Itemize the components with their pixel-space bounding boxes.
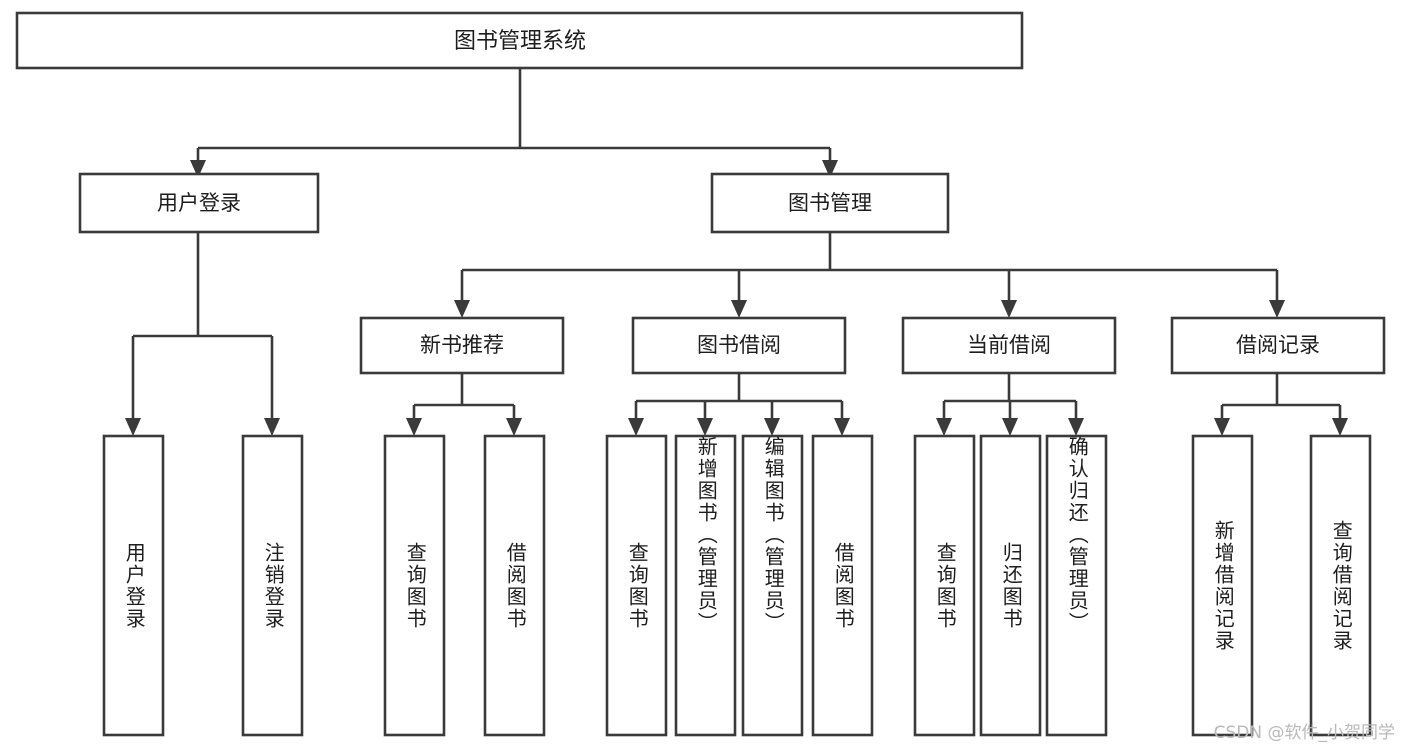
node-new-book-recommend-label: 新书推荐 (420, 333, 504, 357)
node-leaf-borrow-book-1[interactable] (483, 434, 546, 737)
connector-root-to-level1 (190, 68, 838, 178)
node-leaf-return-book[interactable] (979, 434, 1042, 737)
connector-new-book-recommend-to-leaves (406, 373, 522, 436)
node-leaf-confirm-return[interactable] (1045, 434, 1108, 737)
connector-current-borrow-to-leaves (936, 373, 1084, 436)
node-current-borrow[interactable]: 当前借阅 (901, 316, 1117, 375)
node-leaf-add-book[interactable] (674, 434, 737, 737)
connector-borrow-record-to-leaves (1214, 373, 1348, 436)
node-current-borrow-label: 当前借阅 (967, 333, 1051, 357)
node-book-management-label: 图书管理 (788, 191, 872, 215)
connector-user-login-to-leaves (125, 232, 280, 436)
node-book-borrow[interactable]: 图书借阅 (631, 316, 847, 375)
connector-book-management-to-level2 (454, 232, 1285, 318)
node-leaf-query-book-3[interactable] (913, 434, 976, 737)
node-leaf-query-record[interactable] (1309, 434, 1372, 737)
node-new-book-recommend[interactable]: 新书推荐 (359, 316, 565, 375)
node-leaf-user-logout[interactable] (241, 434, 304, 737)
node-user-login-label: 用户登录 (157, 191, 241, 215)
node-book-borrow-label: 图书借阅 (697, 333, 781, 357)
node-book-management[interactable]: 图书管理 (710, 172, 950, 234)
node-leaf-user-login[interactable] (102, 434, 165, 737)
node-root-label: 图书管理系统 (454, 29, 586, 54)
node-root[interactable]: 图书管理系统 (15, 11, 1024, 70)
node-user-login[interactable]: 用户登录 (78, 172, 320, 234)
node-leaf-query-book-2[interactable] (605, 434, 668, 737)
node-leaf-query-book-1[interactable] (383, 434, 446, 737)
node-leaf-borrow-book-2[interactable] (811, 434, 874, 737)
node-leaf-edit-book[interactable] (741, 434, 804, 737)
node-borrow-record-label: 借阅记录 (1236, 333, 1320, 357)
node-leaf-add-record[interactable] (1191, 434, 1254, 737)
connector-book-borrow-to-leaves (628, 373, 850, 436)
node-borrow-record[interactable]: 借阅记录 (1170, 316, 1386, 375)
